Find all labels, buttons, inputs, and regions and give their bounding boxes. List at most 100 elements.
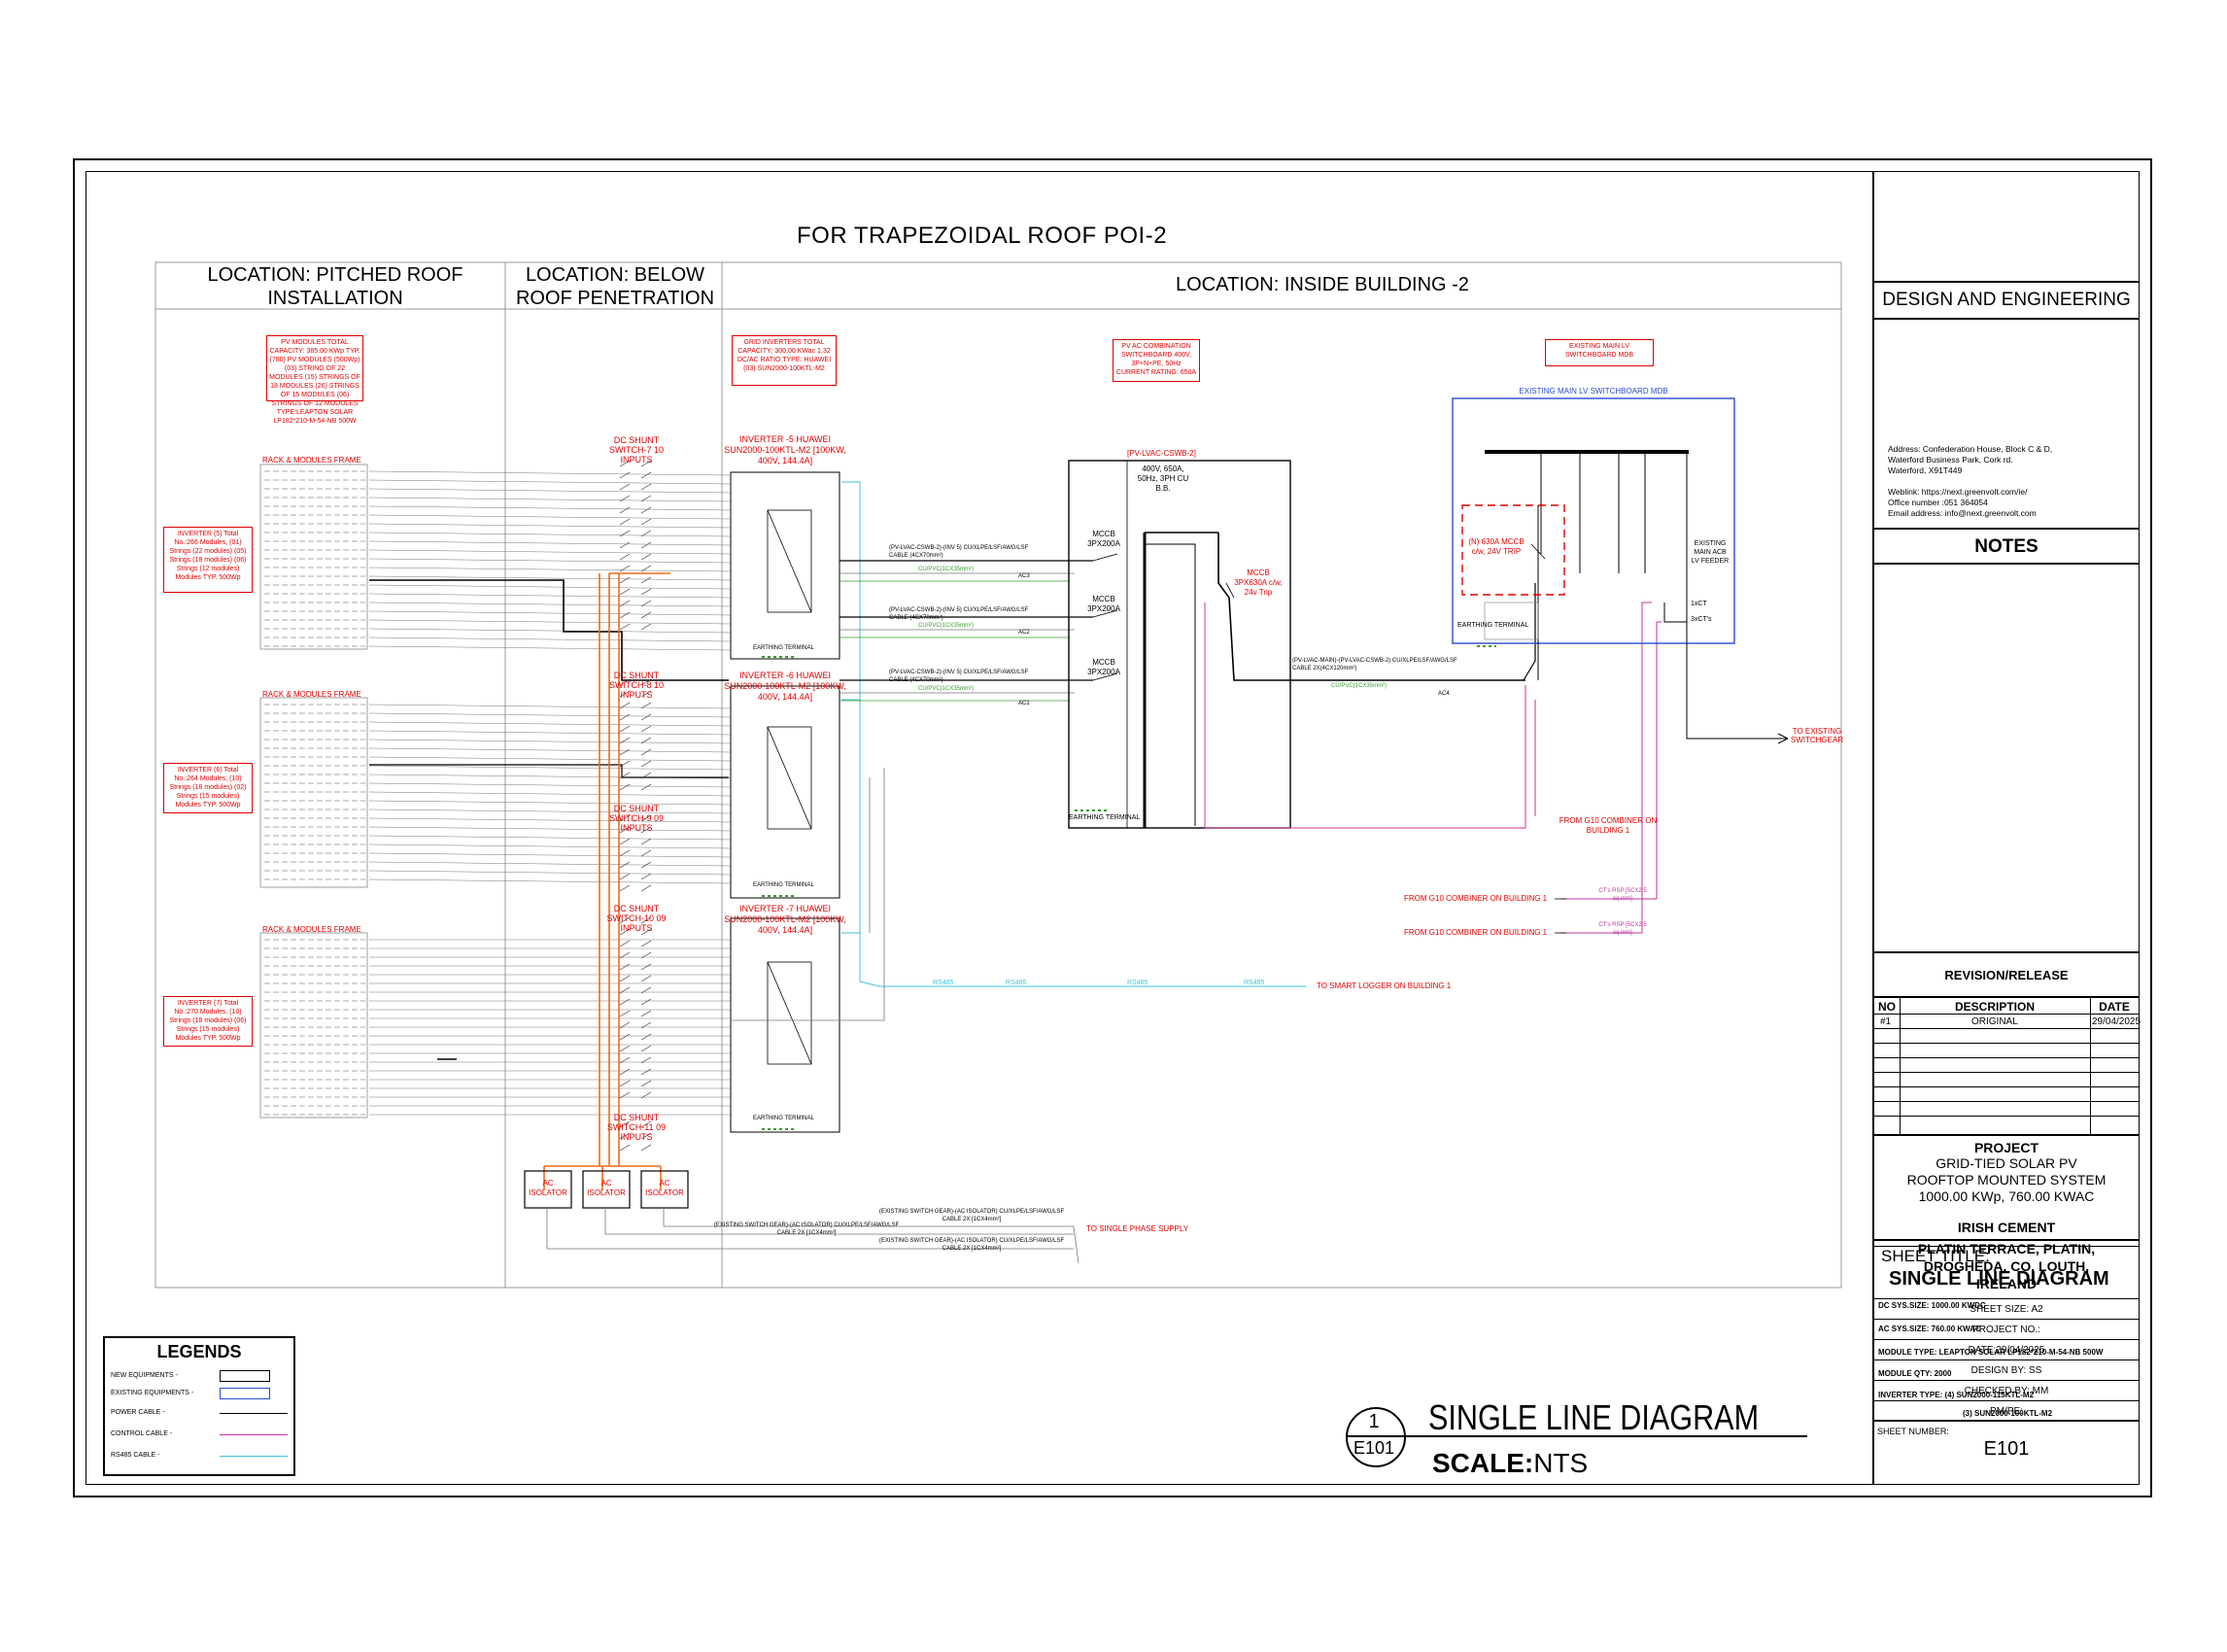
dc-string-cable (368, 721, 732, 727)
cable-ac-inv6: (PV-LVAC-CSWB-2)-(INV 5) CU/XLPE/LSF/AWG… (889, 607, 1029, 621)
dc-string-cable (368, 567, 732, 572)
dc-string-cable (368, 843, 732, 849)
spec-ac: AC SYS.SIZE: 760.00 KWAC (1878, 1325, 1981, 1333)
grid-inverters-note: GRID INVERTERS TOTAL CAPACITY: 300.00 KW… (732, 335, 837, 386)
page-title: FOR TRAPEZOIDAL ROOF POI-2 (797, 223, 1168, 249)
view-label-circle (1346, 1407, 1406, 1467)
cable-main: (PV-LVAC-MAIN)-(PV-LVAC-CSWB-2) CU/XLPE/… (1292, 658, 1457, 671)
rev-row-6 (1874, 1086, 2139, 1101)
legend-swatch-power (220, 1413, 288, 1414)
mccb-200-2: MCCB 3PX200A (1087, 595, 1120, 613)
dc-string-cable (368, 470, 732, 476)
shunt-switch-contact (619, 471, 631, 479)
shunt-switch-contact (619, 1045, 631, 1052)
legend-new: NEW EQUIPMENTS - (111, 1372, 178, 1379)
ac-tag-2: AC2 (1018, 630, 1030, 636)
project-no: PROJECT NO.: (1873, 1320, 2140, 1340)
shunt-switch-contact (640, 725, 652, 733)
dc-string-cable (368, 712, 732, 718)
sheet-title-label: SHEET TITLE: (1881, 1247, 1990, 1265)
legend-existing: EXISTING EQUIPMENTS - (111, 1390, 194, 1396)
project-line-1: GRID-TIED SOLAR PV (1936, 1155, 2077, 1171)
legend-swatch-control (220, 1434, 288, 1435)
shunt-switch-contact (619, 1056, 631, 1064)
shunt-switch-contact (619, 623, 631, 631)
legend-swatch-new (220, 1370, 270, 1382)
shunt-switch-contact (640, 826, 652, 834)
shunt-switch-contact (640, 623, 652, 631)
dc-string-cable (368, 497, 732, 502)
rev-header-date: DATE (2099, 1000, 2130, 1014)
shunt-switch-contact (619, 760, 631, 768)
email: Email address: info@next.greenvolt.com (1888, 508, 2037, 518)
project-line-2: ROOFTOP MOUNTED SYSTEM (1906, 1172, 2107, 1187)
shunt-switch-contact (619, 998, 631, 1006)
shunt-switch-contact (640, 783, 652, 791)
shunt-switch-contact (619, 1010, 631, 1017)
sheet-title-box: SHEET TITLE: SINGLE LINE DIAGRAM (1873, 1239, 2140, 1299)
tb-project: PROJECT GRID-TIED SOLAR PV ROOFTOP MOUNT… (1874, 1134, 2139, 1406)
switchgear-cable-3: (EXISTING SWITCH GEAR)-(AC ISOLATOR) CU/… (878, 1238, 1065, 1252)
earthing-terminal-cswb: EARTHING TERMINAL (1069, 814, 1141, 821)
shunt-switch-contact (640, 1068, 652, 1076)
inverter-group-label-3: INVERTER (7) Total No.:270 Modules, (10)… (163, 996, 253, 1047)
dc-string-cable (368, 809, 732, 814)
dc-string-cable (368, 523, 732, 529)
legend-rs485: RS485 CABLE - (111, 1452, 160, 1459)
shunt-switch-contact (640, 916, 652, 924)
shunt-switch-contact (640, 861, 652, 869)
shunt-switch-contact (640, 1045, 652, 1052)
shunt-switch-contact (619, 873, 631, 880)
svg-text:RS485: RS485 (933, 980, 954, 986)
shunt-switch-contact (640, 1120, 652, 1128)
dc-string-cable (368, 479, 732, 485)
shunt-switch-contact (619, 530, 631, 537)
dc-string-cable (368, 817, 732, 823)
shunt-switch-contact (619, 772, 631, 779)
office-number: Office number :051 364054 (1888, 498, 1988, 507)
column-header-below: LOCATION: BELOW ROOF PENETRATION (515, 264, 715, 309)
dc-string-cable (368, 730, 732, 736)
rev-row-7 (1874, 1101, 2139, 1116)
shunt-switch-contact (619, 541, 631, 549)
address-line-2: Waterford Business Park, Cork rd. (1888, 455, 2013, 465)
site-line-3: IRELAND (1975, 1276, 2038, 1291)
view-label-divider (1346, 1435, 1807, 1437)
rev-row-4 (1874, 1057, 2139, 1072)
shunt-switch-contact (640, 849, 652, 857)
earthing-terminal-inv6: EARTHING TERMINAL (753, 882, 814, 888)
shunt-switch-contact (640, 1033, 652, 1041)
shunt-switch-contact (619, 975, 631, 982)
earthing-terminal-inv7: EARTHING TERMINAL (753, 1116, 814, 1121)
rev-1-no: #1 (1880, 1016, 1892, 1027)
dc-string-cable (368, 549, 732, 555)
earth-cable-4: CU/PVC(1CX35mm²) (1331, 683, 1388, 689)
cts-rsp-2: CT's RSP [5CX2.5 sq.mm] (1598, 922, 1647, 936)
view-sheet: E101 (1353, 1438, 1395, 1458)
from-g10-combiner-1: FROM G10 COMBINER ON BUILDING 1 (1404, 894, 1548, 903)
view-title: SINGLE LINE DIAGRAM (1428, 1397, 1760, 1437)
shunt-switch-contact (619, 951, 631, 959)
rack-label-2: RACK & MODULES FRAME (262, 690, 361, 699)
shunt-switch-contact (640, 951, 652, 959)
rack-label-1: RACK & MODULES FRAME (262, 456, 361, 465)
mccb-200-3: MCCB 3PX200A (1087, 658, 1120, 676)
dc-string-cable (368, 575, 732, 581)
shunt-switch-contact (619, 986, 631, 994)
shunt-switch-contact (619, 814, 631, 822)
inverter-7-label: INVERTER -7 HUAWEI SUN2000-100KTL-M2 [10… (724, 904, 846, 935)
weblink: Weblink: https://next.greenvolt.com/ie/ (1888, 487, 2028, 497)
spec-inverter-2: (3) SUN2000-100KTL-M2 (1963, 1409, 2053, 1418)
shunt-switch-contact (640, 702, 652, 709)
inverter-group-label-2: INVERTER (6) Total No.:264 Modules, (10)… (163, 763, 253, 813)
shunt-switch-contact (619, 849, 631, 857)
sheet-number-label: SHEET NUMBER: (1877, 1427, 1949, 1436)
earth-cable-3: CU/PVC(1CX35mm²) (918, 686, 975, 692)
rev-header-desc: DESCRIPTION (1954, 1000, 2035, 1014)
shunt-switch-contact (619, 553, 631, 561)
existing-lv-note: EXISTING MAIN LV SWITCHBOARD MDB (1545, 339, 1654, 366)
dc-string-cable (368, 584, 732, 590)
tb-notes-row: NOTES (1874, 528, 2139, 563)
shunt-switch-contact (640, 1091, 652, 1099)
